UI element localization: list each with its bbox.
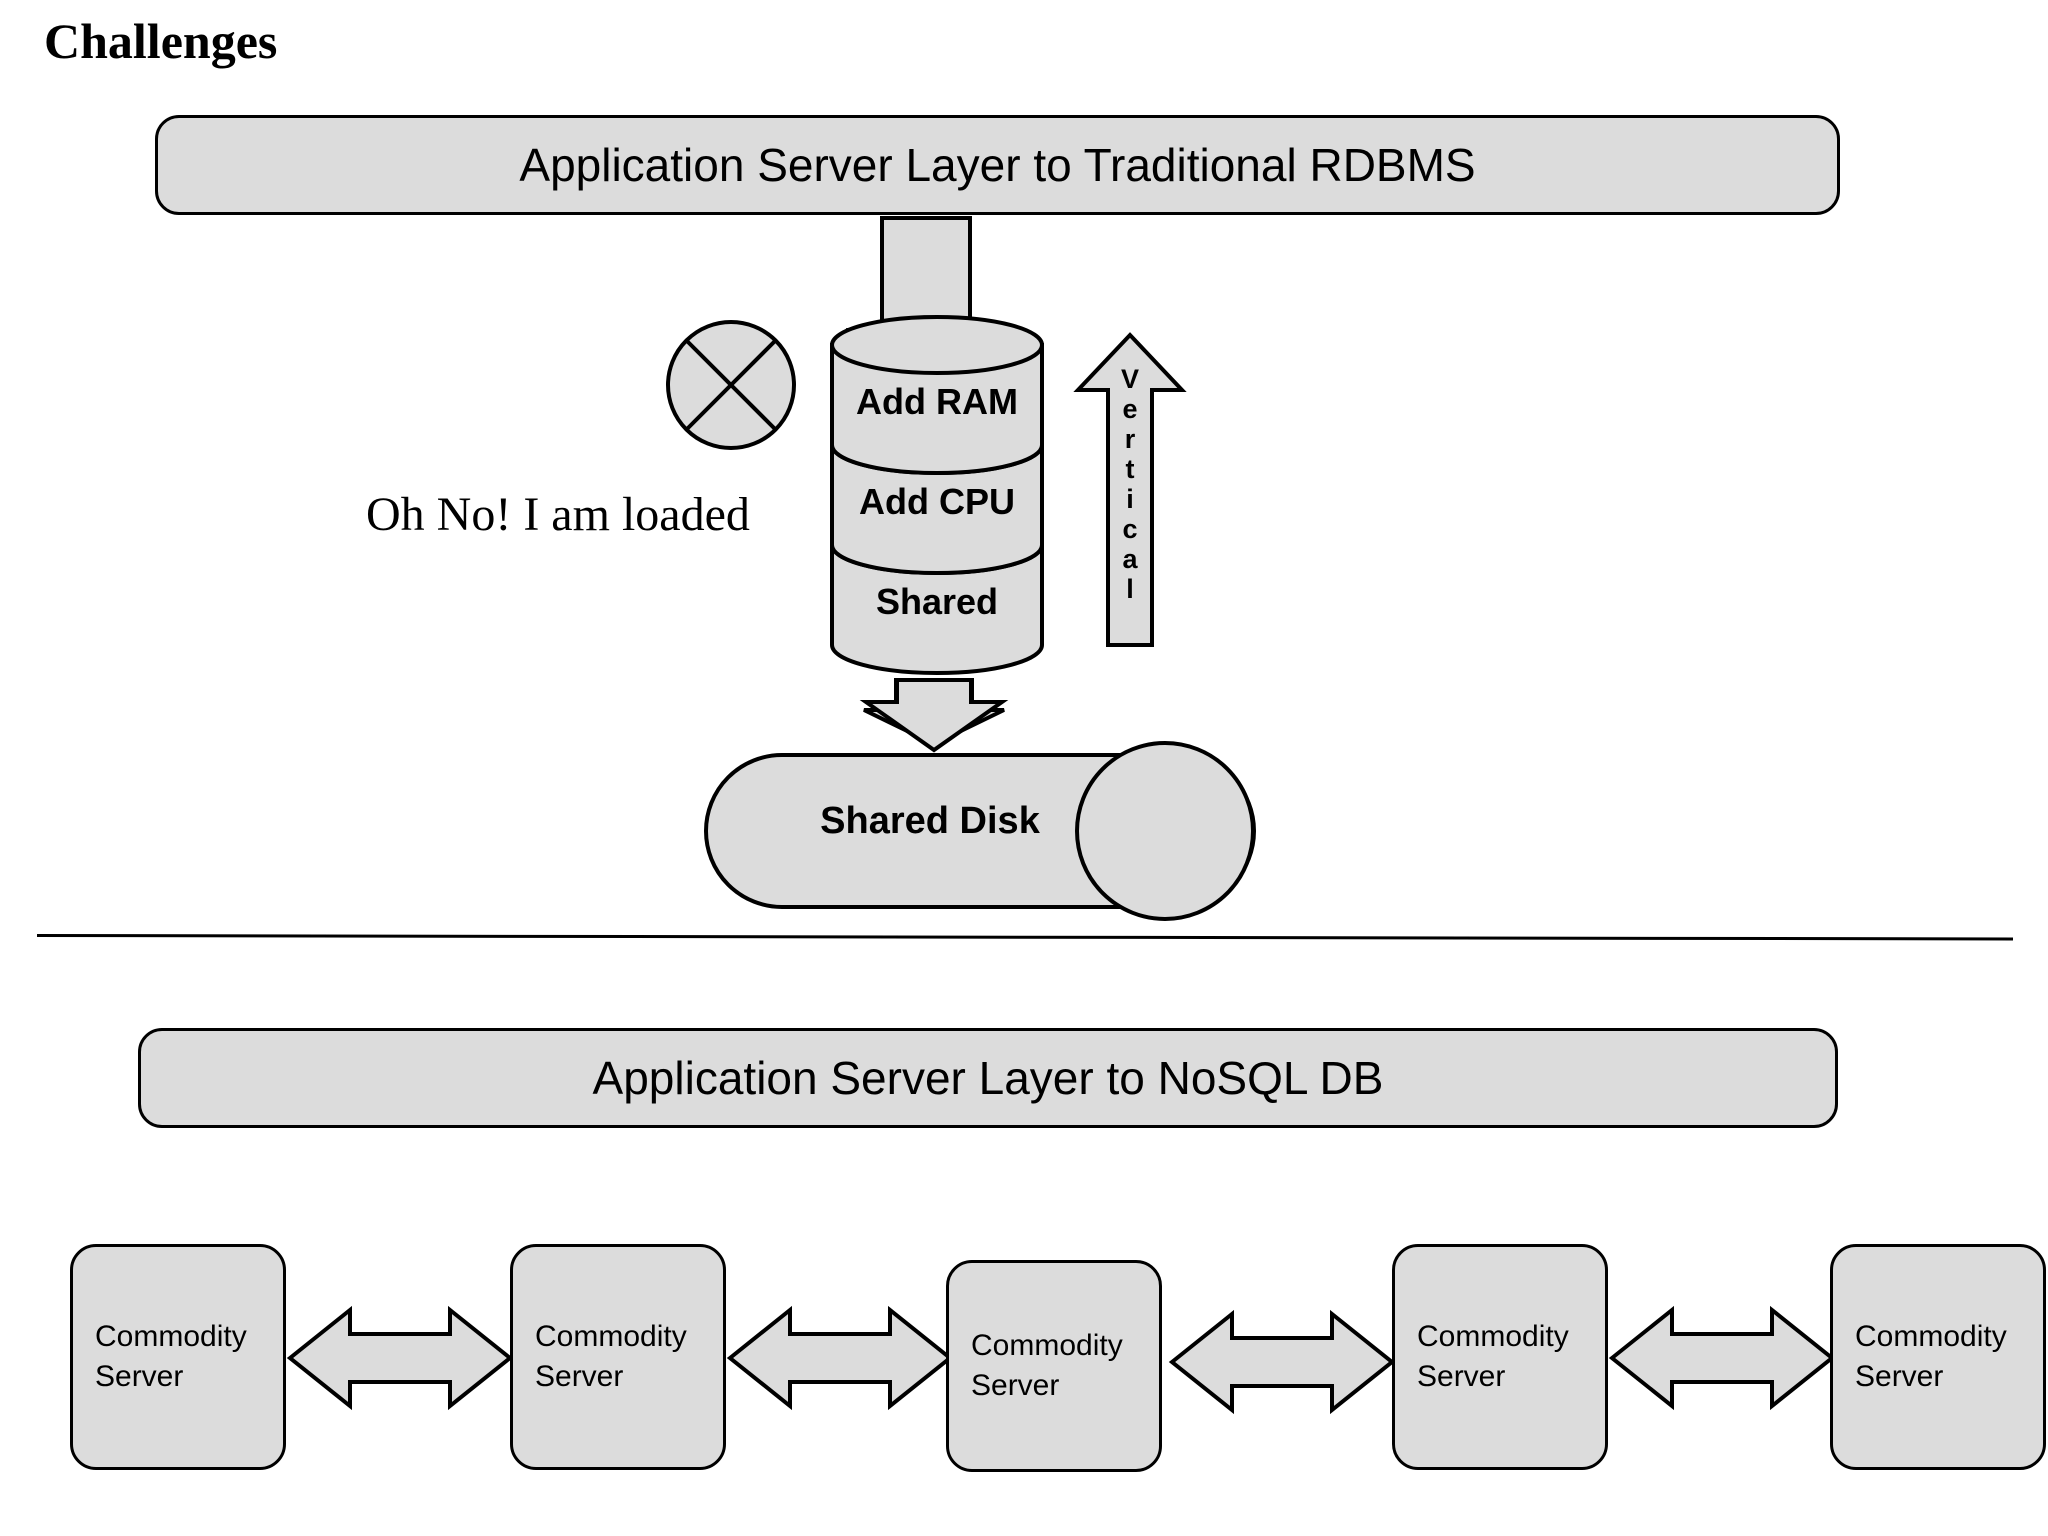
page-title: Challenges (44, 13, 278, 69)
app-server-rdbms-banner[interactable]: Application Server Layer to Traditional … (155, 115, 1840, 215)
vertical-letter: c (1122, 514, 1138, 544)
crossed-circle-icon (666, 320, 796, 450)
overload-note: Oh No! I am loaded (366, 488, 750, 541)
cylinder-segment-label-add-ram: Add RAM (856, 381, 1018, 422)
double-arrow-horizontal-icon-1 (286, 1305, 514, 1411)
database-cylinder-icon (830, 315, 1044, 675)
commodity-server-box-2[interactable]: Commodity Server (510, 1244, 726, 1470)
cylinder-segment-label-shared: Shared (875, 581, 999, 622)
commodity-server-box-3[interactable]: Commodity Server (946, 1260, 1162, 1472)
commodity-server-box-1[interactable]: Commodity Server (70, 1244, 286, 1470)
double-arrow-horizontal-icon-4 (1608, 1305, 1836, 1411)
arrow-up-icon-vertical (1073, 332, 1187, 647)
vertical-letter: l (1126, 574, 1134, 604)
arrow-down-icon-bottom (859, 678, 1009, 753)
commodity-server-label: Commodity Server (1855, 1320, 2007, 1393)
vertical-letter: t (1125, 454, 1135, 484)
scaling-arrow-label-vertical: V e r t i c a l (1108, 364, 1152, 604)
shared-disk-label: Shared Disk (820, 800, 1040, 842)
vertical-letter: V (1120, 364, 1139, 394)
commodity-server-label: Commodity Server (535, 1320, 687, 1393)
commodity-server-label: Commodity Server (971, 1329, 1123, 1402)
commodity-server-box-4[interactable]: Commodity Server (1392, 1244, 1608, 1470)
vertical-letter: e (1122, 394, 1138, 424)
vertical-letter: i (1126, 484, 1134, 514)
cylinder-segment-label-add-cpu: Add CPU (859, 481, 1015, 522)
app-server-rdbms-banner-label: Application Server Layer to Traditional … (519, 139, 1476, 191)
vertical-letter: r (1124, 424, 1136, 454)
commodity-server-box-5[interactable]: Commodity Server (1830, 1244, 2046, 1470)
double-arrow-horizontal-icon-2 (726, 1305, 954, 1411)
app-server-nosql-banner-label: Application Server Layer to NoSQL DB (592, 1052, 1384, 1104)
commodity-server-label: Commodity Server (95, 1320, 247, 1393)
app-server-nosql-banner[interactable]: Application Server Layer to NoSQL DB (138, 1028, 1838, 1128)
vertical-letter: a (1122, 544, 1138, 574)
double-arrow-horizontal-icon-3 (1168, 1309, 1396, 1415)
commodity-server-label: Commodity Server (1417, 1320, 1569, 1393)
disk-cylinder-icon (704, 741, 1256, 921)
